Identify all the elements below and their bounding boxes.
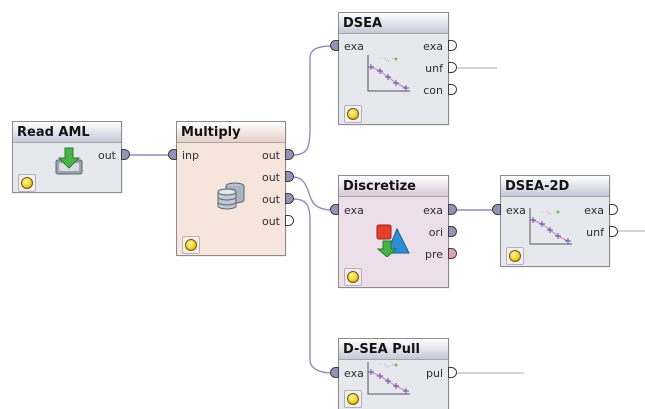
output-port-label: pul [425,367,443,380]
status-indicator-frame [506,247,524,265]
operator-title: Multiply [177,122,285,143]
operator-dsea-2d[interactable]: DSEA-2D exa exa unf · ·.. · [500,175,610,267]
dsea-plot-icon: · ·.. · [366,360,412,400]
multiply-output-port-1[interactable] [285,149,294,160]
input-port-label: exa [344,204,364,217]
status-indicator [347,393,359,405]
connection-multiply-to-dsea[interactable] [292,45,334,156]
output-port-label: exa [423,40,443,53]
discretize-shapes-icon [375,223,411,261]
connections [130,45,500,374]
input-port-label: exa [344,40,364,53]
status-indicator [21,177,33,189]
output-port-label: unf [586,226,604,239]
operator-dsea[interactable]: DSEA exa exa unf con · ·.. · [338,12,449,125]
dsea-output-port-con[interactable] [448,84,457,95]
connection-multiply-to-discretize[interactable] [292,176,334,211]
import-arrow-icon [53,146,85,182]
operator-title: Discretize [339,176,448,197]
dsea-output-port-exa[interactable] [448,40,457,51]
status-indicator [509,250,521,262]
dsea-pull-input-port-exa[interactable] [330,367,339,378]
output-port-label: out [261,193,280,206]
discretize-output-port-exa[interactable] [448,204,457,215]
connection-multiply-to-dsea-pull[interactable] [292,198,334,374]
multiply-output-port-3[interactable] [285,193,294,204]
status-indicator [185,239,197,251]
dsea-2d-input-port-exa[interactable] [492,204,501,215]
output-port-label: exa [584,204,604,217]
status-indicator-frame [344,390,362,408]
status-indicator-frame [182,236,200,254]
status-indicator-frame [18,174,36,192]
operator-multiply[interactable]: Multiply inp out out out out [176,121,286,256]
discretize-output-port-pre[interactable] [448,248,457,259]
output-port-label: out [261,171,280,184]
discretize-input-port-exa[interactable] [330,204,339,215]
operator-title: D-SEA Pull [339,339,448,360]
status-indicator [347,271,359,283]
output-port-label: con [423,84,443,97]
output-port-label: exa [423,204,443,217]
multiply-input-port-inp[interactable] [168,149,177,160]
dsea-plot-icon: · ·.. · [366,53,412,97]
output-port-label: pre [424,248,443,261]
dsea-plot-icon: · ·.. · [528,206,574,250]
operator-title: Read AML [13,122,121,143]
status-indicator [347,108,359,120]
dsea-output-port-unf[interactable] [448,62,457,73]
unconnected-output-lines [456,67,645,374]
svg-text:· ·.. ·: · ·.. · [542,209,555,216]
operator-title: DSEA [339,13,448,34]
input-port-label: exa [344,367,364,380]
multiply-output-port-2[interactable] [285,171,294,182]
status-indicator-frame [344,105,362,123]
operator-title: DSEA-2D [501,176,609,197]
dsea-input-port-exa[interactable] [330,40,339,51]
input-port-label: exa [506,204,526,217]
operator-discretize[interactable]: Discretize exa exa ori pre [338,175,449,288]
discretize-output-port-ori[interactable] [448,226,457,237]
output-port-label: out [97,149,116,162]
output-port-label: ori [428,226,443,239]
operator-dsea-pull[interactable]: D-SEA Pull exa pul · ·.. · [338,338,449,409]
svg-text:· ·.. ·: · ·.. · [380,56,393,63]
status-indicator-frame [344,268,362,286]
input-port-label: inp [182,149,200,162]
output-port-label: out [261,149,280,162]
output-port-label: out [261,215,280,228]
multiply-output-port-4[interactable] [285,215,294,226]
output-port-label: unf [425,62,443,75]
dsea-pull-output-port-pul[interactable] [448,367,457,378]
operator-read-aml[interactable]: Read AML out [12,121,122,193]
svg-text:· ·.. ·: · ·.. · [380,362,393,369]
database-stack-icon [215,180,247,216]
dsea-2d-output-port-unf[interactable] [609,226,618,237]
read-aml-output-port-out[interactable] [121,149,130,160]
dsea-2d-output-port-exa[interactable] [609,204,618,215]
